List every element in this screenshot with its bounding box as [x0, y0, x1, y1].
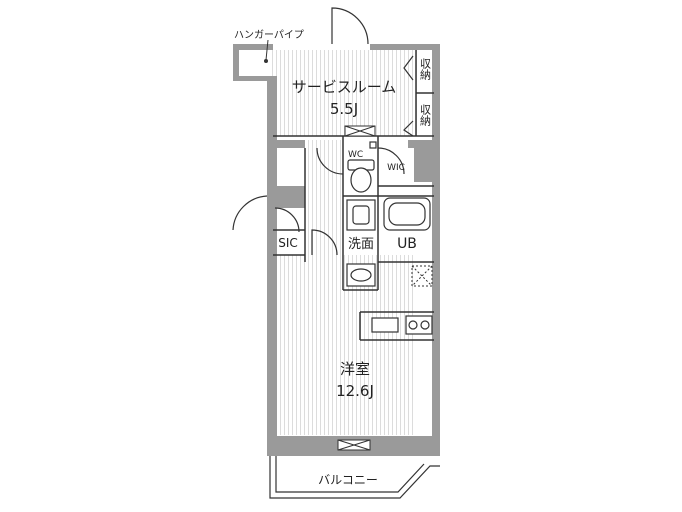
western-room-label: 洋室 [340, 360, 370, 378]
hanger-pipe-leader [265, 39, 269, 61]
western-room-size: 12.6J [336, 382, 374, 400]
service-room-size: 5.5J [330, 100, 358, 118]
service-room-label: サービスルーム [292, 78, 397, 96]
hanger-pipe-label: ハンガーパイプ [234, 29, 304, 41]
service-room-floor [272, 50, 417, 136]
washbasin [346, 199, 376, 287]
hanger-pipe-marker [264, 59, 268, 63]
storage-label-1: 収納 [419, 58, 432, 81]
hall-floor [305, 140, 343, 260]
kitchen [371, 315, 433, 335]
unit-bath-label: UB [397, 236, 417, 252]
windows [337, 125, 376, 451]
wic-label: WIC [387, 163, 405, 173]
wc-label: WC [348, 150, 363, 160]
doors [232, 7, 414, 256]
storage-label-2: 収納 [419, 104, 432, 127]
washroom-label: 洗面 [348, 237, 374, 252]
western-room-floor [276, 255, 416, 435]
balcony-label: バルコニー [318, 473, 378, 487]
toilet [347, 141, 377, 193]
sic-label: SIC [278, 236, 298, 250]
bathtub [383, 197, 431, 231]
balcony [269, 456, 440, 499]
vent-box [411, 265, 433, 287]
